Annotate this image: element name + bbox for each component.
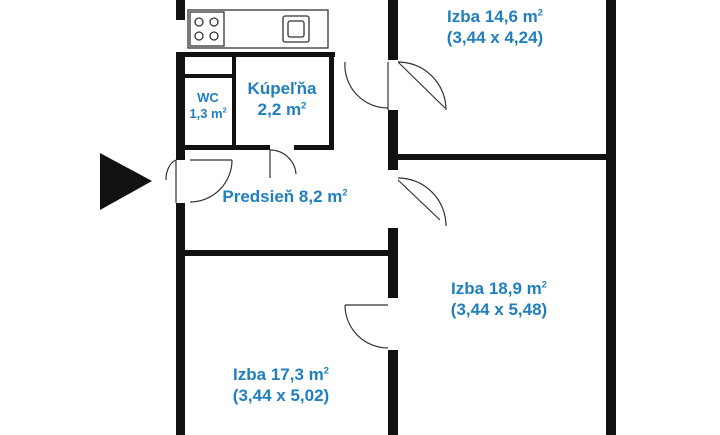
wall-wc-bath <box>232 57 236 150</box>
wall-horizontal-left <box>185 250 388 256</box>
door-wc <box>189 159 233 203</box>
wall-wc-top <box>185 74 232 78</box>
kitchen-counter <box>187 9 329 49</box>
wall-center-top <box>388 0 398 60</box>
burner <box>209 31 219 41</box>
wall-center-mid <box>388 110 398 170</box>
wall-center-low <box>388 228 398 298</box>
door-room-left <box>344 304 389 349</box>
door-room-top <box>397 61 447 111</box>
burner <box>209 17 219 27</box>
wall-right <box>606 0 616 435</box>
label-izba-right: Izba 18,9 m2 (3,44 x 5,48) <box>424 278 574 321</box>
counter <box>187 9 329 49</box>
wc-area: 1,3 m2 <box>189 106 227 122</box>
wall-center-bottom <box>388 350 398 435</box>
door-room-right <box>397 177 447 227</box>
wall-left-upper <box>176 0 185 20</box>
stove-icon <box>189 11 225 47</box>
izba-top-dims: (3,44 x 4,24) <box>446 28 544 48</box>
wall-bath-right <box>329 57 334 149</box>
izba-left-area: Izba 17,3 m2 <box>233 365 329 384</box>
sink-icon <box>282 15 310 43</box>
izba-top-area: Izba 14,6 m2 <box>447 7 543 26</box>
doors <box>165 61 447 349</box>
izba-right-dims: (3,44 x 5,48) <box>450 300 548 320</box>
label-izba-left: Izba 17,3 m2 (3,44 x 5,02) <box>206 364 356 407</box>
entrance-arrow-icon <box>100 153 152 210</box>
wall-left-mid <box>176 52 185 160</box>
kupelna-name: Kúpeľňa <box>247 79 317 98</box>
kupelna-area: 2,2 m2 <box>257 100 307 120</box>
wall-kitchen-bottom <box>185 52 335 57</box>
door-entrance <box>165 159 177 203</box>
izba-right-area: Izba 18,9 m2 <box>451 279 547 298</box>
door-kitchen-room <box>344 61 389 110</box>
label-izba-top: Izba 14,6 m2 (3,44 x 4,24) <box>420 6 570 49</box>
wall-horizontal-right <box>398 154 606 160</box>
izba-left-dims: (3,44 x 5,02) <box>232 386 330 406</box>
door-bath <box>269 149 297 178</box>
label-predsien: Predsieň 8,2 m2 <box>222 187 348 206</box>
label-wc: WC 1,3 m2 <box>182 90 234 123</box>
burner <box>194 31 204 41</box>
label-kupelna: Kúpeľňa 2,2 m2 <box>236 78 328 121</box>
wall-bath-bottom <box>294 145 334 150</box>
wall-left-lower <box>176 203 185 435</box>
wall-bath-bottom-left <box>185 145 270 150</box>
sink-basin <box>287 20 305 38</box>
walls <box>176 0 616 435</box>
burner <box>194 17 204 27</box>
wc-name: WC <box>197 90 219 105</box>
